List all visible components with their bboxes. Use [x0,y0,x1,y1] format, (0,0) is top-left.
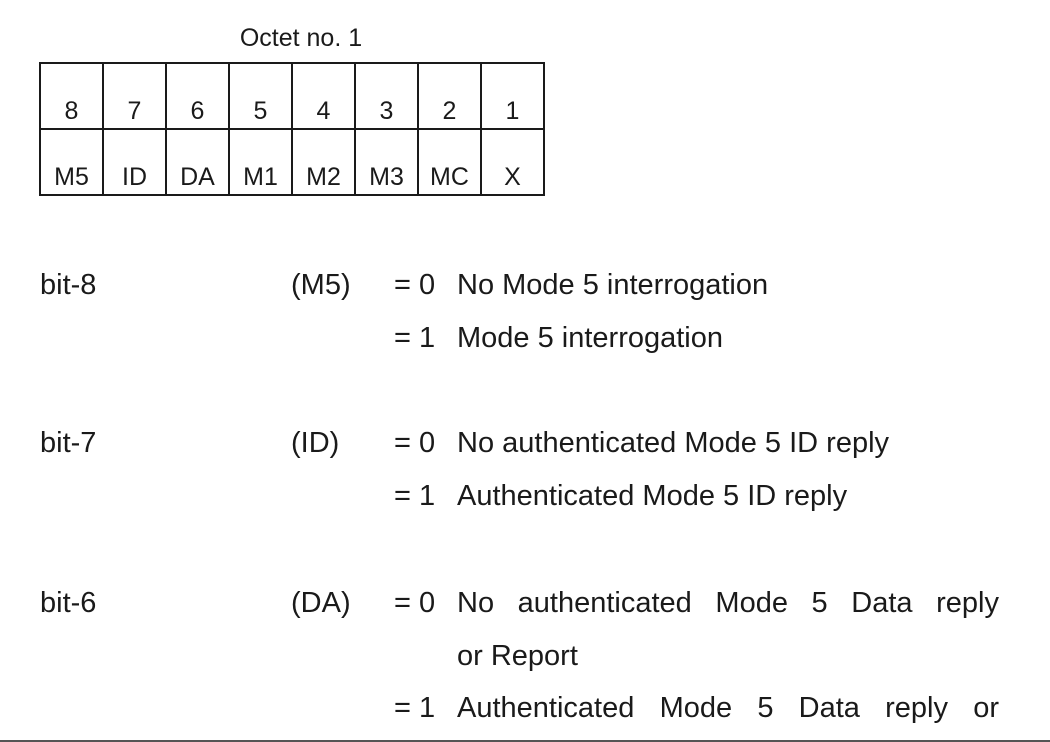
value-equals: = 0 [394,269,436,301]
bit-field-cell: M5 [39,128,104,196]
value-description: Authenticated Mode 5 ID reply [457,480,848,512]
value-description: Authenticated Mode 5 Data reply or [457,692,999,724]
bit-field-cell: X [480,128,545,196]
value-description-continuation: or Report [457,640,578,672]
bit-field-cell: M3 [354,128,419,196]
bit-field-cell: ID [102,128,167,196]
bit-label: bit-8 [40,269,97,301]
value-description: No authenticated Mode 5 Data reply [457,587,999,619]
value-equals: = 1 [394,322,436,354]
bit-number-cell: 2 [417,62,482,130]
value-equals: = 1 [394,480,436,512]
value-equals: = 0 [394,427,436,459]
bit-field-cell: M2 [291,128,356,196]
bit-number-cell: 6 [165,62,230,130]
bit-label: bit-6 [40,587,97,619]
bit-number-cell: 3 [354,62,419,130]
value-description: No Mode 5 interrogation [457,269,769,301]
value-description: Mode 5 interrogation [457,322,723,354]
field-name: (ID) [291,427,340,459]
bit-number-cell: 4 [291,62,356,130]
bit-field-cell: M1 [228,128,293,196]
value-description: No authenticated Mode 5 ID reply [457,427,890,459]
value-equals: = 1 [394,692,436,724]
bit-field-cell: MC [417,128,482,196]
bit-number-cell: 5 [228,62,293,130]
bit-label: bit-7 [40,427,97,459]
bit-number-cell: 8 [39,62,104,130]
bit-number-cell: 7 [102,62,167,130]
octet-title: Octet no. 1 [239,24,363,52]
bit-field-cell: DA [165,128,230,196]
bit-field-row: M5 ID DA M1 M2 M3 MC X [39,128,545,196]
bit-number-row: 8 7 6 5 4 3 2 1 [39,62,545,130]
octet-bit-table: 8 7 6 5 4 3 2 1 M5 ID DA M1 M2 M3 MC X [39,62,545,196]
page-bottom-rule [0,740,1050,742]
bit-number-cell: 1 [480,62,545,130]
value-equals: = 0 [394,587,436,619]
field-name: (M5) [291,269,351,301]
field-name: (DA) [291,587,351,619]
